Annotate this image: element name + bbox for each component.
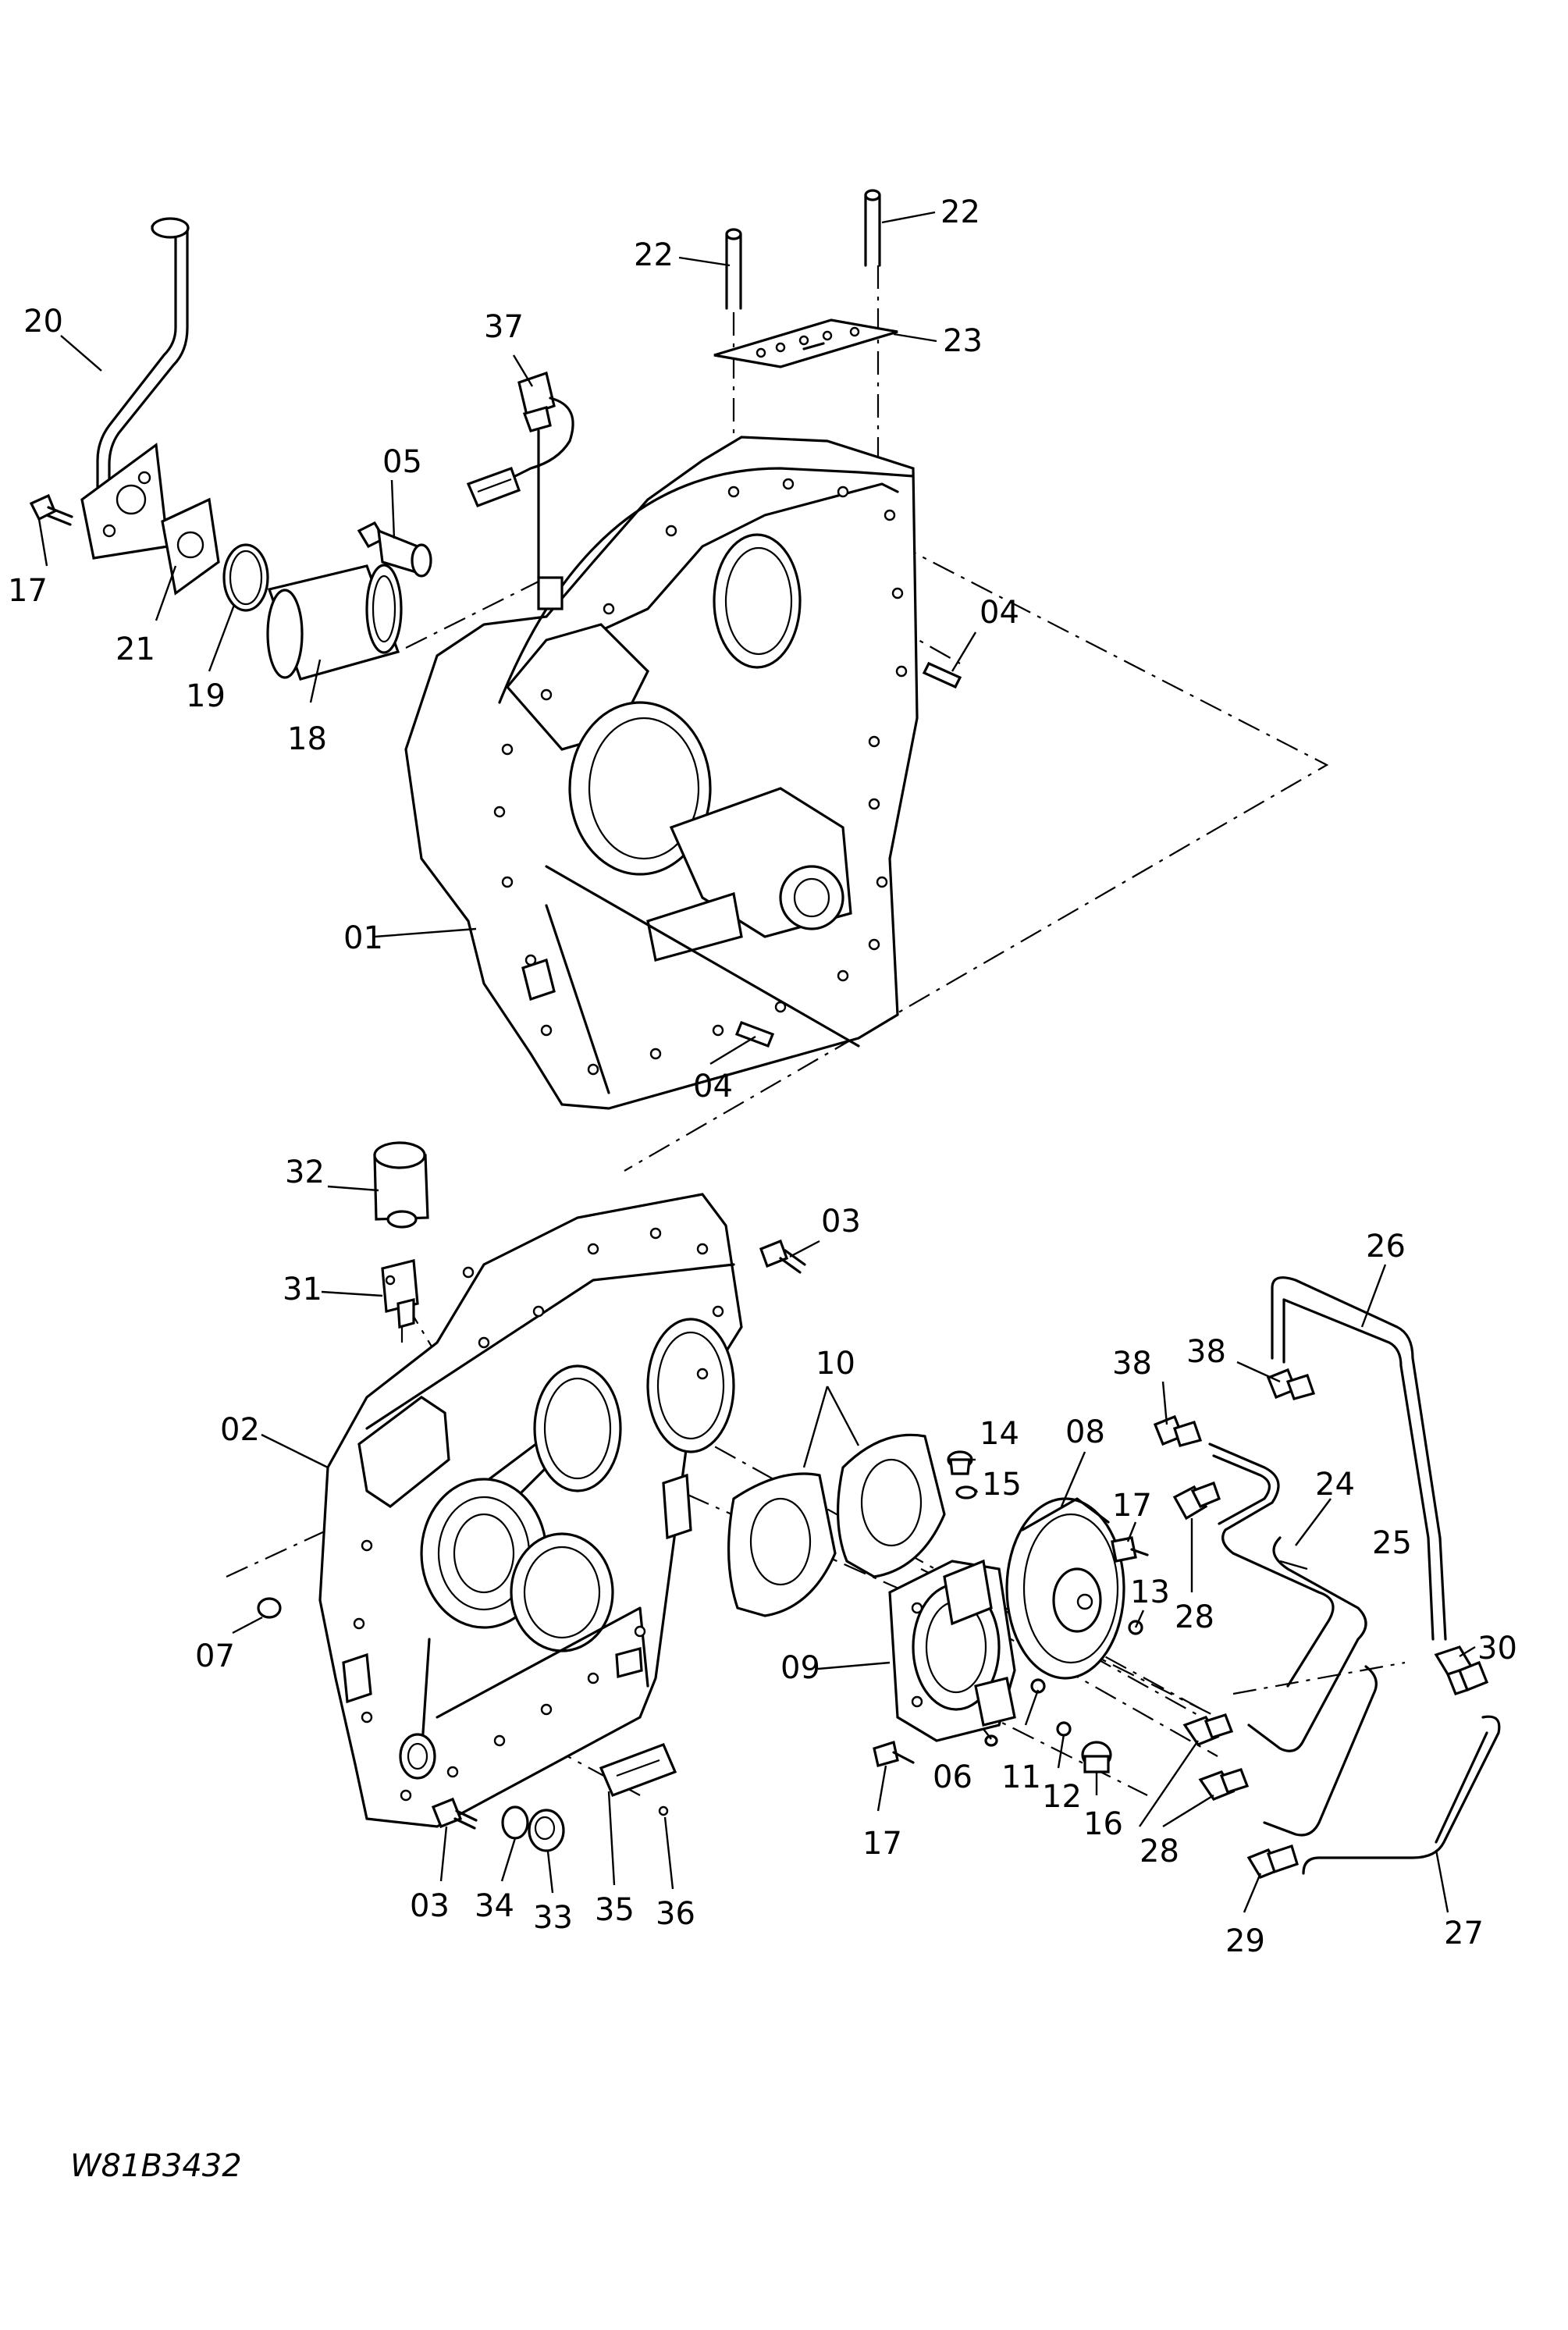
fitting-part-31 <box>381 1258 419 1329</box>
callout-24: 24 <box>1315 1467 1355 1503</box>
callout-19: 19 <box>186 678 226 714</box>
sensor-part-05 <box>357 521 432 578</box>
pump-body-part-09 <box>888 1559 1016 1742</box>
pump-cover-part-08 <box>1005 1497 1125 1680</box>
pipe-part-24 <box>1208 1442 1335 1688</box>
cap-part-32 <box>373 1141 429 1229</box>
callout-04-lower: 04 <box>693 1069 733 1105</box>
callout-02: 02 <box>220 1412 260 1448</box>
callout-34: 34 <box>475 1888 514 1924</box>
breather-part-14 <box>947 1450 973 1475</box>
callout-28-upper: 28 <box>1175 1599 1214 1635</box>
callout-28-lower: 28 <box>1140 1834 1179 1869</box>
callout-23: 23 <box>943 323 983 359</box>
callout-37: 37 <box>484 309 524 345</box>
callout-36: 36 <box>656 1896 695 1932</box>
callout-labels: 20 17 21 19 18 05 37 22 22 23 04 01 04 3… <box>8 194 1517 1959</box>
callout-25: 25 <box>1372 1525 1412 1561</box>
callout-26: 26 <box>1366 1229 1406 1265</box>
fitting-part-28-upper <box>1172 1481 1221 1521</box>
callout-03-lower: 03 <box>410 1888 450 1924</box>
filter-element-part-18 <box>266 564 403 681</box>
callout-leader-lines <box>37 211 1476 1913</box>
suction-tube-part-20 <box>80 217 190 560</box>
plate-part-23 <box>713 318 898 368</box>
drawing-code: W81B3432 <box>70 2148 242 2184</box>
callout-10: 10 <box>816 1346 855 1382</box>
pipe-part-26 <box>1271 1276 1447 1641</box>
callout-14: 14 <box>980 1416 1019 1452</box>
pipe-part-25 <box>1247 1536 1378 1837</box>
callout-31: 31 <box>283 1272 322 1307</box>
fitting-part-28-lower-b <box>1198 1768 1250 1801</box>
callout-04-upper: 04 <box>980 595 1019 631</box>
callout-21: 21 <box>116 631 155 667</box>
callout-22-left: 22 <box>634 237 674 273</box>
callout-20: 20 <box>23 304 63 340</box>
callout-01: 01 <box>343 920 383 956</box>
callout-17-middle: 17 <box>1112 1488 1152 1524</box>
rivet-part-36 <box>658 1805 669 1816</box>
dowel-pin-part-04-lower <box>734 1020 775 1048</box>
callout-07: 07 <box>195 1638 235 1674</box>
dowel-pin-part-04-upper <box>922 661 962 689</box>
callout-11: 11 <box>1001 1759 1041 1795</box>
callout-03-upper: 03 <box>821 1204 861 1240</box>
bolt-part-03-upper <box>759 1239 806 1274</box>
switch-with-harness-part-37 <box>466 371 574 579</box>
fitting-part-28-lower-a <box>1182 1713 1234 1746</box>
o-ring-part-15 <box>955 1485 977 1499</box>
callout-29: 29 <box>1225 1923 1265 1959</box>
callout-13: 13 <box>1130 1574 1170 1610</box>
front-housing-part-02 <box>318 1193 743 1828</box>
plug-part-16 <box>1081 1741 1112 1773</box>
callout-12: 12 <box>1042 1779 1082 1815</box>
bolt-part-22-left <box>725 228 742 310</box>
callout-09: 09 <box>780 1650 820 1686</box>
callout-05: 05 <box>382 444 422 480</box>
bolt-part-17-lower <box>873 1740 915 1767</box>
callout-38-left: 38 <box>1112 1346 1152 1382</box>
bolt-part-03-lower <box>431 1797 478 1830</box>
bolt-part-17-upper <box>29 493 73 526</box>
callout-18: 18 <box>287 721 327 757</box>
callout-08: 08 <box>1065 1414 1105 1450</box>
callout-17-lower: 17 <box>862 1826 902 1862</box>
bolt-part-22-right <box>864 189 881 267</box>
callout-22-right: 22 <box>940 194 980 230</box>
callout-38-right: 38 <box>1186 1334 1226 1370</box>
elbow-fitting-part-38-right <box>1266 1368 1316 1400</box>
callout-06: 06 <box>933 1759 972 1795</box>
name-plate-part-35 <box>599 1742 677 1798</box>
pipe-part-27 <box>1302 1715 1501 1875</box>
callout-16: 16 <box>1083 1806 1123 1842</box>
plug-part-07 <box>257 1597 282 1619</box>
bolt-part-17-middle <box>1111 1536 1149 1563</box>
callout-15: 15 <box>982 1467 1022 1503</box>
callout-35: 35 <box>595 1892 635 1928</box>
plug-part-33 <box>528 1809 565 1852</box>
fitting-part-29 <box>1246 1844 1299 1879</box>
callout-33: 33 <box>533 1900 573 1936</box>
gasket-part-10-left <box>727 1472 837 1617</box>
gasket-part-21 <box>161 497 220 596</box>
o-ring-part-19 <box>222 543 269 612</box>
washer-part-12 <box>1056 1721 1072 1737</box>
callout-32: 32 <box>285 1154 325 1190</box>
callout-30: 30 <box>1477 1631 1517 1667</box>
rear-housing-part-01 <box>404 436 919 1110</box>
gasket-part-10-right <box>836 1433 946 1578</box>
washer-part-34 <box>501 1805 529 1840</box>
callout-27: 27 <box>1444 1916 1484 1951</box>
callout-17-upper: 17 <box>8 573 48 609</box>
elbow-fitting-part-38-left <box>1153 1414 1203 1447</box>
pin-part-06 <box>984 1734 998 1747</box>
